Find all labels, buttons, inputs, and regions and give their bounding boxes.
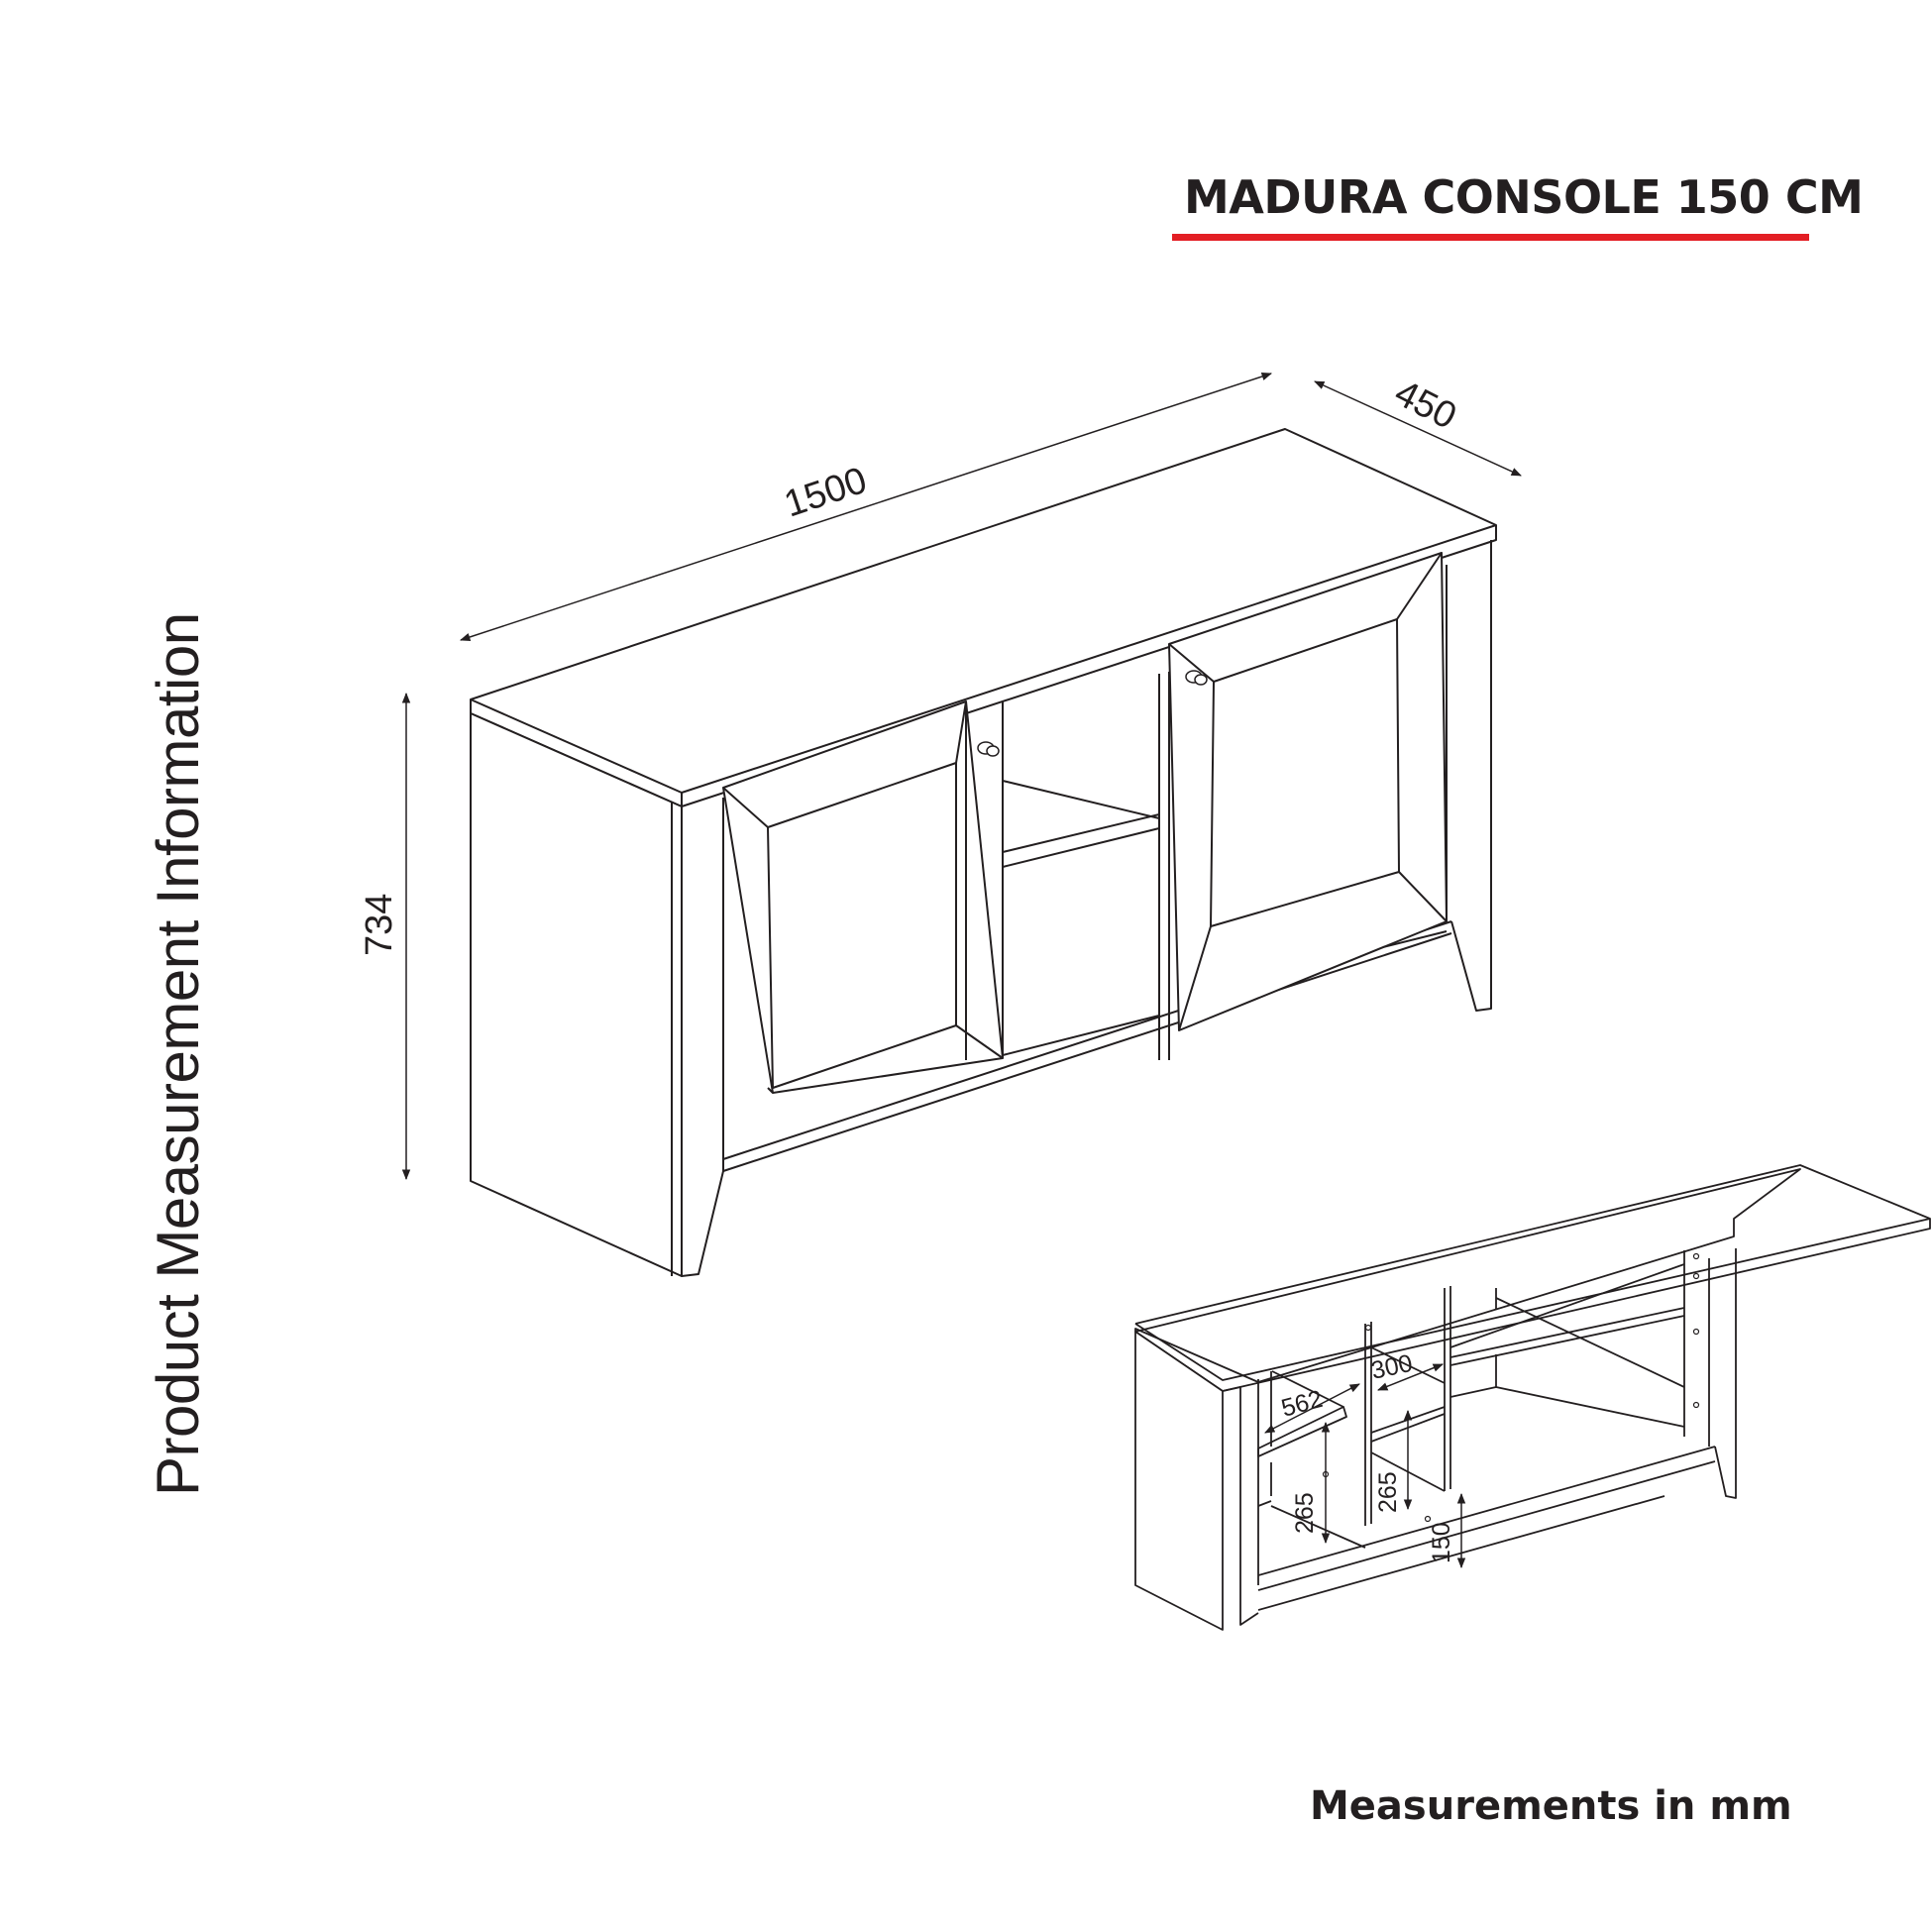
dimension-width-label: 1500 [780, 460, 873, 526]
dimension-300-line [1377, 1363, 1444, 1391]
dimension-depth-line [1314, 380, 1522, 477]
door-handle-icon [977, 670, 1208, 757]
interior-cabinet-view [1134, 1164, 1931, 1631]
units-note: Measurements in mm [1310, 1783, 1792, 1829]
dimension-150-label: 150 [1428, 1522, 1455, 1563]
dimension-depth-label: 450 [1388, 373, 1463, 438]
dimension-265-left-label: 265 [1291, 1492, 1319, 1534]
dimension-265-mid-label: 265 [1374, 1471, 1402, 1513]
product-title: MADURA CONSOLE 150 CM [1184, 170, 1864, 224]
dimension-562-line [1264, 1383, 1360, 1434]
dimension-562-label: 562 [1278, 1385, 1326, 1423]
dimension-width-line [460, 372, 1272, 642]
main-cabinet-view [470, 428, 1497, 1277]
dimension-300-label: 300 [1368, 1349, 1415, 1385]
title-underline [1172, 234, 1809, 241]
dimension-height-label: 734 [359, 894, 400, 956]
